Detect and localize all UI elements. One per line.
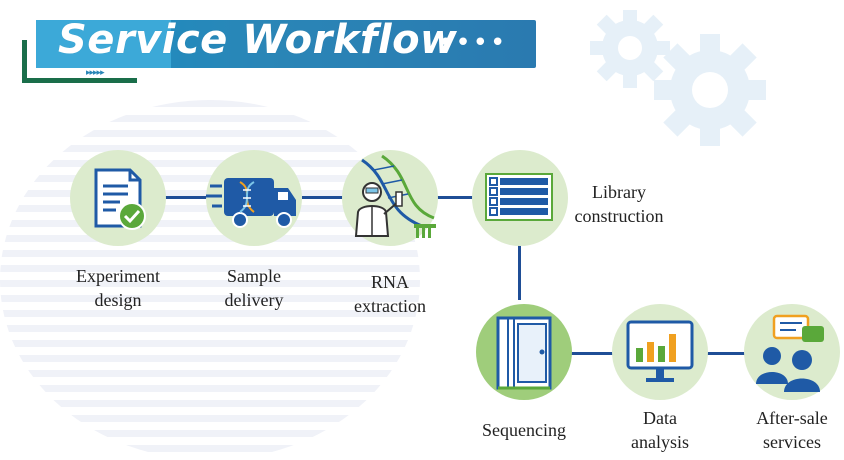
step-label-line1: After-sale: [756, 408, 828, 428]
title-bracket: [22, 40, 137, 83]
scientist-icon: [354, 154, 436, 238]
list-icon: [485, 173, 553, 221]
step-label-line1: Data: [643, 408, 677, 428]
step-label-data-analysis: Data analysis: [600, 406, 720, 454]
connector-5-6: [570, 352, 614, 355]
bar-chart-monitor-icon: [626, 320, 694, 382]
step-label-line1: Sample: [227, 266, 281, 286]
chat-users-icon: [756, 314, 824, 392]
step-label-line2: delivery: [224, 290, 284, 310]
step-node-sample-delivery: [206, 150, 302, 246]
step-node-rna-extraction: [342, 150, 438, 246]
step-node-after-sale-services: [744, 304, 840, 400]
title-bar-highlight: [36, 20, 171, 68]
step-label-sequencing: Sequencing: [464, 418, 584, 442]
step-label-line2: analysis: [631, 432, 689, 452]
step-label-rna-extraction: RNA extraction: [330, 270, 450, 318]
step-label-line1: Experiment: [76, 266, 160, 286]
background-stripes: [0, 100, 420, 460]
title-banner: Service Workflow •••• ▸▸▸▸▸: [22, 12, 536, 83]
step-label-line1: RNA: [370, 272, 409, 292]
step-label-line2: extraction: [354, 296, 426, 316]
connector-6-7: [706, 352, 746, 355]
step-label-experiment-design: Experiment design: [58, 264, 178, 312]
delivery-truck-icon: [206, 178, 296, 228]
step-label-line2: construction: [574, 206, 664, 226]
step-node-experiment-design: [70, 150, 166, 246]
step-node-sequencing: [476, 304, 572, 400]
connector-1-2: [165, 196, 207, 199]
step-node-data-analysis: [612, 304, 708, 400]
step-label-library-construction: Library construction: [564, 180, 674, 228]
step-node-library-construction: [472, 150, 568, 246]
step-label-after-sale-services: After-sale services: [732, 406, 844, 454]
sequencer-icon: [496, 316, 552, 390]
title-arrows: ▸▸▸▸▸: [86, 68, 105, 78]
connector-3-4: [436, 196, 476, 199]
title-dots: ••••: [438, 28, 508, 58]
step-label-line2: services: [763, 432, 821, 452]
step-label-line1: Sequencing: [482, 420, 566, 440]
connector-4-5: [518, 242, 521, 300]
step-label-line2: design: [94, 290, 142, 310]
document-check-icon: [94, 168, 146, 230]
page-title: Service Workflow: [58, 17, 458, 63]
connector-2-3: [302, 196, 344, 199]
step-label-sample-delivery: Sample delivery: [194, 264, 314, 312]
step-label-line1: Library: [592, 182, 646, 202]
gears-icon: [590, 10, 766, 146]
